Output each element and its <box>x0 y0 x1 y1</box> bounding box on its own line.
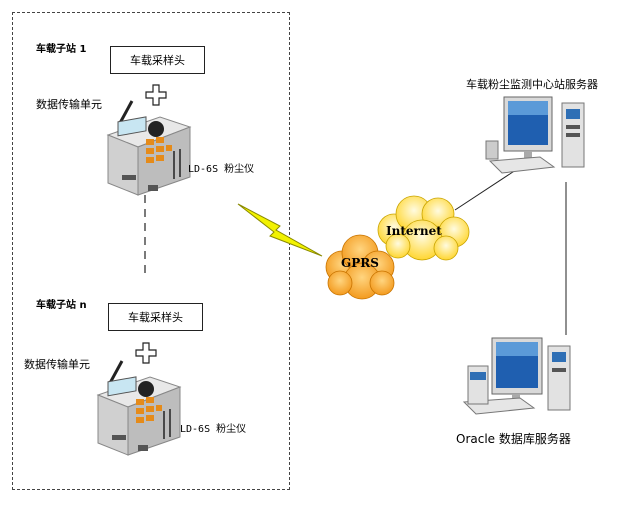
station-1-sampler-label: 车载采样头 <box>130 54 185 67</box>
station-1-instrument-label: LD-6S 粉尘仪 <box>188 164 255 175</box>
station-1-transmission-label: 数据传输单元 <box>36 98 102 111</box>
database-server-computer-icon <box>462 337 571 415</box>
gprs-cloud-icon <box>325 234 395 300</box>
station-n-instrument-label: LD-6S 粉尘仪 <box>180 424 247 435</box>
station-n-title: 车载子站 n <box>36 300 87 311</box>
internet-cloud-icon <box>377 195 470 261</box>
center-server-label: 车载粉尘监测中心站服务器 <box>466 78 598 91</box>
station-1-title: 车载子站 1 <box>36 44 87 55</box>
internet-label: Internet <box>386 224 442 238</box>
station-1-sampler-box: 车载采样头 <box>110 46 205 74</box>
vehicle-stations-boundary <box>12 12 290 490</box>
gprs-label: GPRS <box>341 256 379 270</box>
plus-icon <box>135 342 157 364</box>
station-1-dust-meter-icon <box>106 100 192 196</box>
station-n-transmission-label: 数据传输单元 <box>24 358 90 371</box>
database-server-label: Oracle 数据库服务器 <box>456 432 571 446</box>
station-n-sampler-box: 车载采样头 <box>108 303 203 331</box>
center-server-computer-icon <box>485 96 585 174</box>
station-n-dust-meter-icon <box>96 360 182 456</box>
wireless-lightning-icon <box>237 203 323 257</box>
station-n-sampler-label: 车载采样头 <box>128 311 183 324</box>
plus-icon <box>145 84 167 106</box>
